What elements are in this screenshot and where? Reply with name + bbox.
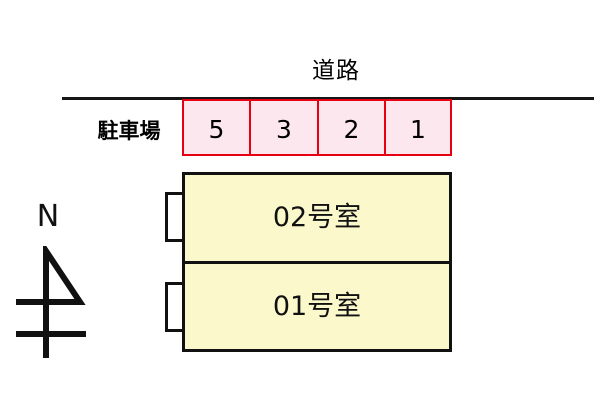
compass: N <box>8 200 108 365</box>
unit-label: 01号室 <box>272 290 362 322</box>
parking-space-1[interactable]: 1 <box>385 99 452 156</box>
parking-lot-label: 駐車場 <box>97 119 161 143</box>
parking-space-5[interactable]: 5 <box>182 99 250 156</box>
parking-space-number: 3 <box>276 115 292 144</box>
parking-space-number: 1 <box>410 115 426 144</box>
parking-row: 5 3 2 1 <box>182 99 452 156</box>
road-line <box>62 97 594 100</box>
north-arrow-icon <box>16 246 86 358</box>
parking-space-3[interactable]: 3 <box>250 99 318 156</box>
parking-space-number: 2 <box>343 115 360 144</box>
parking-space-2[interactable]: 2 <box>318 99 385 156</box>
entrance-marker-01 <box>165 282 183 332</box>
unit-label: 02号室 <box>272 202 362 234</box>
parking-space-number: 5 <box>208 115 225 144</box>
compass-north-label: N <box>36 199 60 234</box>
building-outline: 02号室 01号室 <box>182 172 452 352</box>
unit-02[interactable]: 02号室 <box>185 175 449 264</box>
road-label: 道路 <box>312 58 360 84</box>
unit-01[interactable]: 01号室 <box>185 264 449 350</box>
entrance-marker-02 <box>165 192 183 242</box>
